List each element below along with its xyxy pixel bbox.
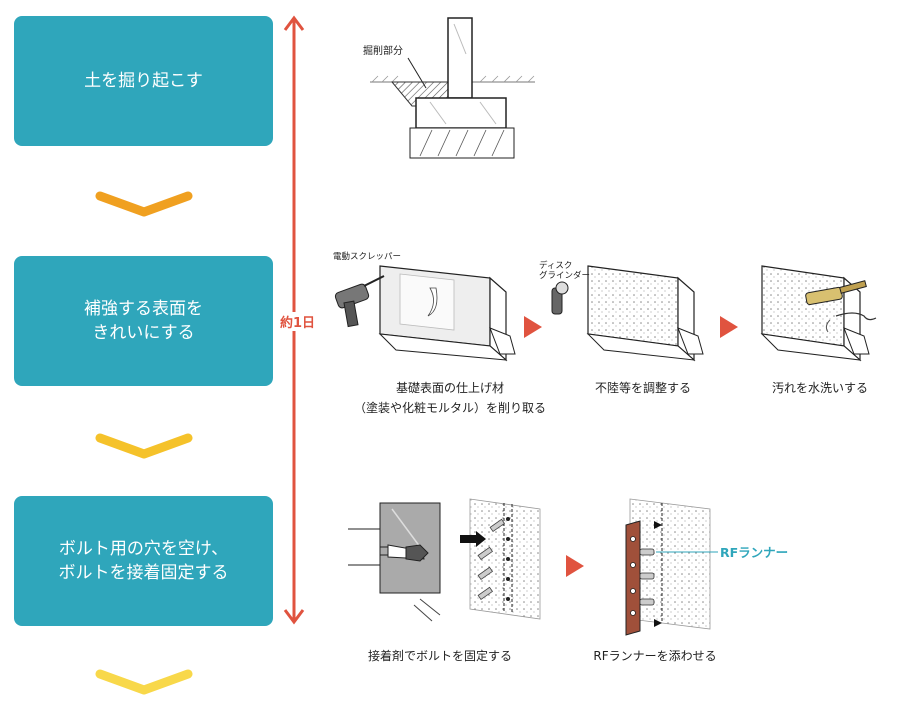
chevron-down-icon [95,191,193,217]
rf-runner-illustration [625,498,718,636]
grinder-illustration [551,265,704,362]
process-arrow-icon [524,316,542,338]
bolt-insertion-illustration [348,498,541,622]
chevron-down-icon [95,669,193,695]
duration-label: 約1日 [280,312,320,331]
caption-adjust: 不陸等を調整する [594,381,691,395]
step-box-dig: 土を掘り起こす [14,16,273,146]
rf-runner-label: RFランナー [720,545,789,560]
process-arrow-icon [720,316,738,338]
caption-bolt-fix: 接着剤でボルトを固定する [367,649,512,663]
chevron-down-icon [95,433,193,459]
excavation-illustration [370,17,535,159]
caption-remove-finish: 基礎表面の仕上げ材 （塗装や化粧モルタル）を削り取る [353,381,546,415]
scraper-illustration [334,265,516,362]
step-box-bolt: ボルト用の穴を空け、 ボルトを接着固定する [14,496,273,626]
step-box-clean-surface: 補強する表面を きれいにする [14,256,273,386]
caption-rf-runner: RFランナーを添わせる [593,649,717,663]
process-arrow-icon [566,555,584,577]
excavation-label: 掘削部分 [363,46,403,57]
scraper-tool-label: 電動スクレッパー [333,252,402,262]
caption-wash: 汚れを水洗いする [771,381,868,395]
grinder-tool-label: ディスク グラインダー [539,261,591,281]
wash-illustration [760,265,877,362]
